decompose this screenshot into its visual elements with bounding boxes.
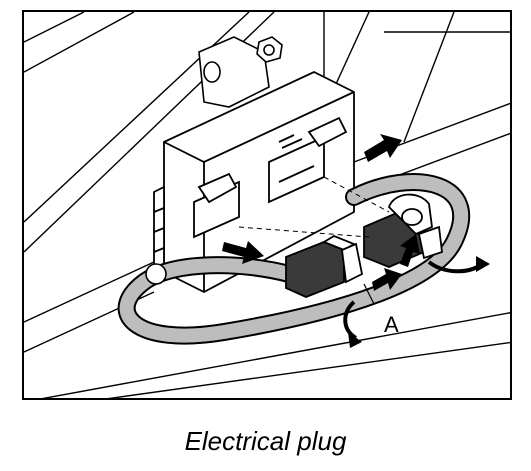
release-arrow-icon: [372, 268, 402, 291]
rotation-arrow-icon: [348, 332, 362, 348]
alignment-guide: [323, 176, 390, 213]
plug-connector: [285, 234, 364, 298]
release-arrow-icon: [222, 241, 264, 264]
rotation-arrow-icon: [476, 256, 490, 272]
electrical-plug-illustration: [24, 12, 510, 398]
callout-leader: [363, 283, 375, 305]
module-housing: [153, 71, 355, 294]
callout-label: A: [384, 312, 399, 337]
mounting-bracket: [198, 36, 270, 108]
illustration-frame: A: [22, 10, 512, 400]
bracket-nut-icon: [256, 36, 283, 63]
figure-caption: Electrical plug: [184, 426, 347, 456]
alignment-guide: [238, 226, 370, 238]
cable-loop: [117, 173, 470, 345]
release-arrow-icon: [364, 134, 402, 162]
release-arrow-icon: [400, 234, 420, 267]
plug-connector: [363, 193, 443, 268]
